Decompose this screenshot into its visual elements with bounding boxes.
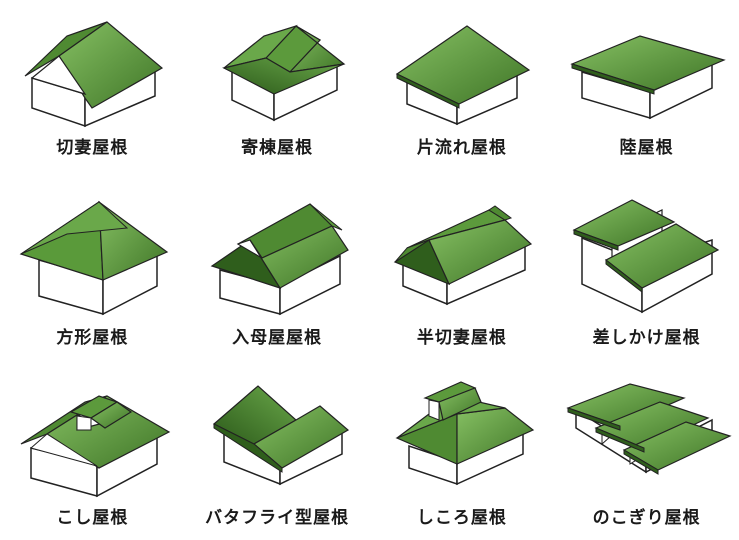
roof-cell-half-gable: 半切妻屋根 bbox=[370, 180, 555, 360]
roof-cell-pyramid: 方形屋根 bbox=[0, 180, 185, 360]
roof-label: のこぎり屋根 bbox=[592, 508, 701, 528]
irimoya-roof-icon bbox=[210, 203, 349, 316]
roof-label: 片流れ屋根 bbox=[416, 138, 507, 158]
roof-cell-irimoya: 入母屋屋根 bbox=[185, 180, 370, 360]
gable-roof-icon bbox=[24, 21, 164, 128]
roof-label: 寄棟屋根 bbox=[241, 138, 314, 158]
roof-cell-sawtooth: のこぎり屋根 bbox=[554, 360, 739, 540]
roof-cell-shed: 片流れ屋根 bbox=[370, 0, 555, 180]
roof-cell-lean-to: 差しかけ屋根 bbox=[554, 180, 739, 360]
roof-cell-hip: 寄棟屋根 bbox=[185, 0, 370, 180]
pyramid-roof-icon bbox=[20, 200, 169, 316]
roof-label: 差しかけ屋根 bbox=[592, 328, 701, 348]
shikoro-roof-icon bbox=[395, 381, 535, 486]
flat-roof-icon bbox=[569, 35, 726, 120]
half-gable-roof-icon bbox=[393, 205, 532, 306]
hip-roof-icon bbox=[222, 24, 346, 122]
roof-label: こし屋根 bbox=[56, 508, 129, 528]
roof-label: 半切妻屋根 bbox=[416, 328, 507, 348]
roof-label: しころ屋根 bbox=[416, 508, 507, 528]
roof-cell-shikoro: しころ屋根 bbox=[370, 360, 555, 540]
roof-cell-flat: 陸屋根 bbox=[554, 0, 739, 180]
sawtooth-roof-icon bbox=[565, 383, 732, 475]
shed-roof-icon bbox=[395, 25, 531, 126]
roof-label: バタフライ型屋根 bbox=[205, 508, 350, 528]
roof-label: 陸屋根 bbox=[619, 138, 674, 158]
roof-cell-butterfly: バタフライ型屋根 bbox=[185, 360, 370, 540]
koshi-roof-icon bbox=[21, 395, 171, 498]
lean-to-roof-icon bbox=[572, 199, 719, 314]
roof-label: 入母屋屋根 bbox=[232, 328, 323, 348]
roof-label: 切妻屋根 bbox=[56, 138, 129, 158]
roof-label: 方形屋根 bbox=[56, 328, 129, 348]
roof-cell-gable: 切妻屋根 bbox=[0, 0, 185, 180]
butterfly-roof-icon bbox=[213, 385, 350, 486]
roof-cell-koshi: こし屋根 bbox=[0, 360, 185, 540]
